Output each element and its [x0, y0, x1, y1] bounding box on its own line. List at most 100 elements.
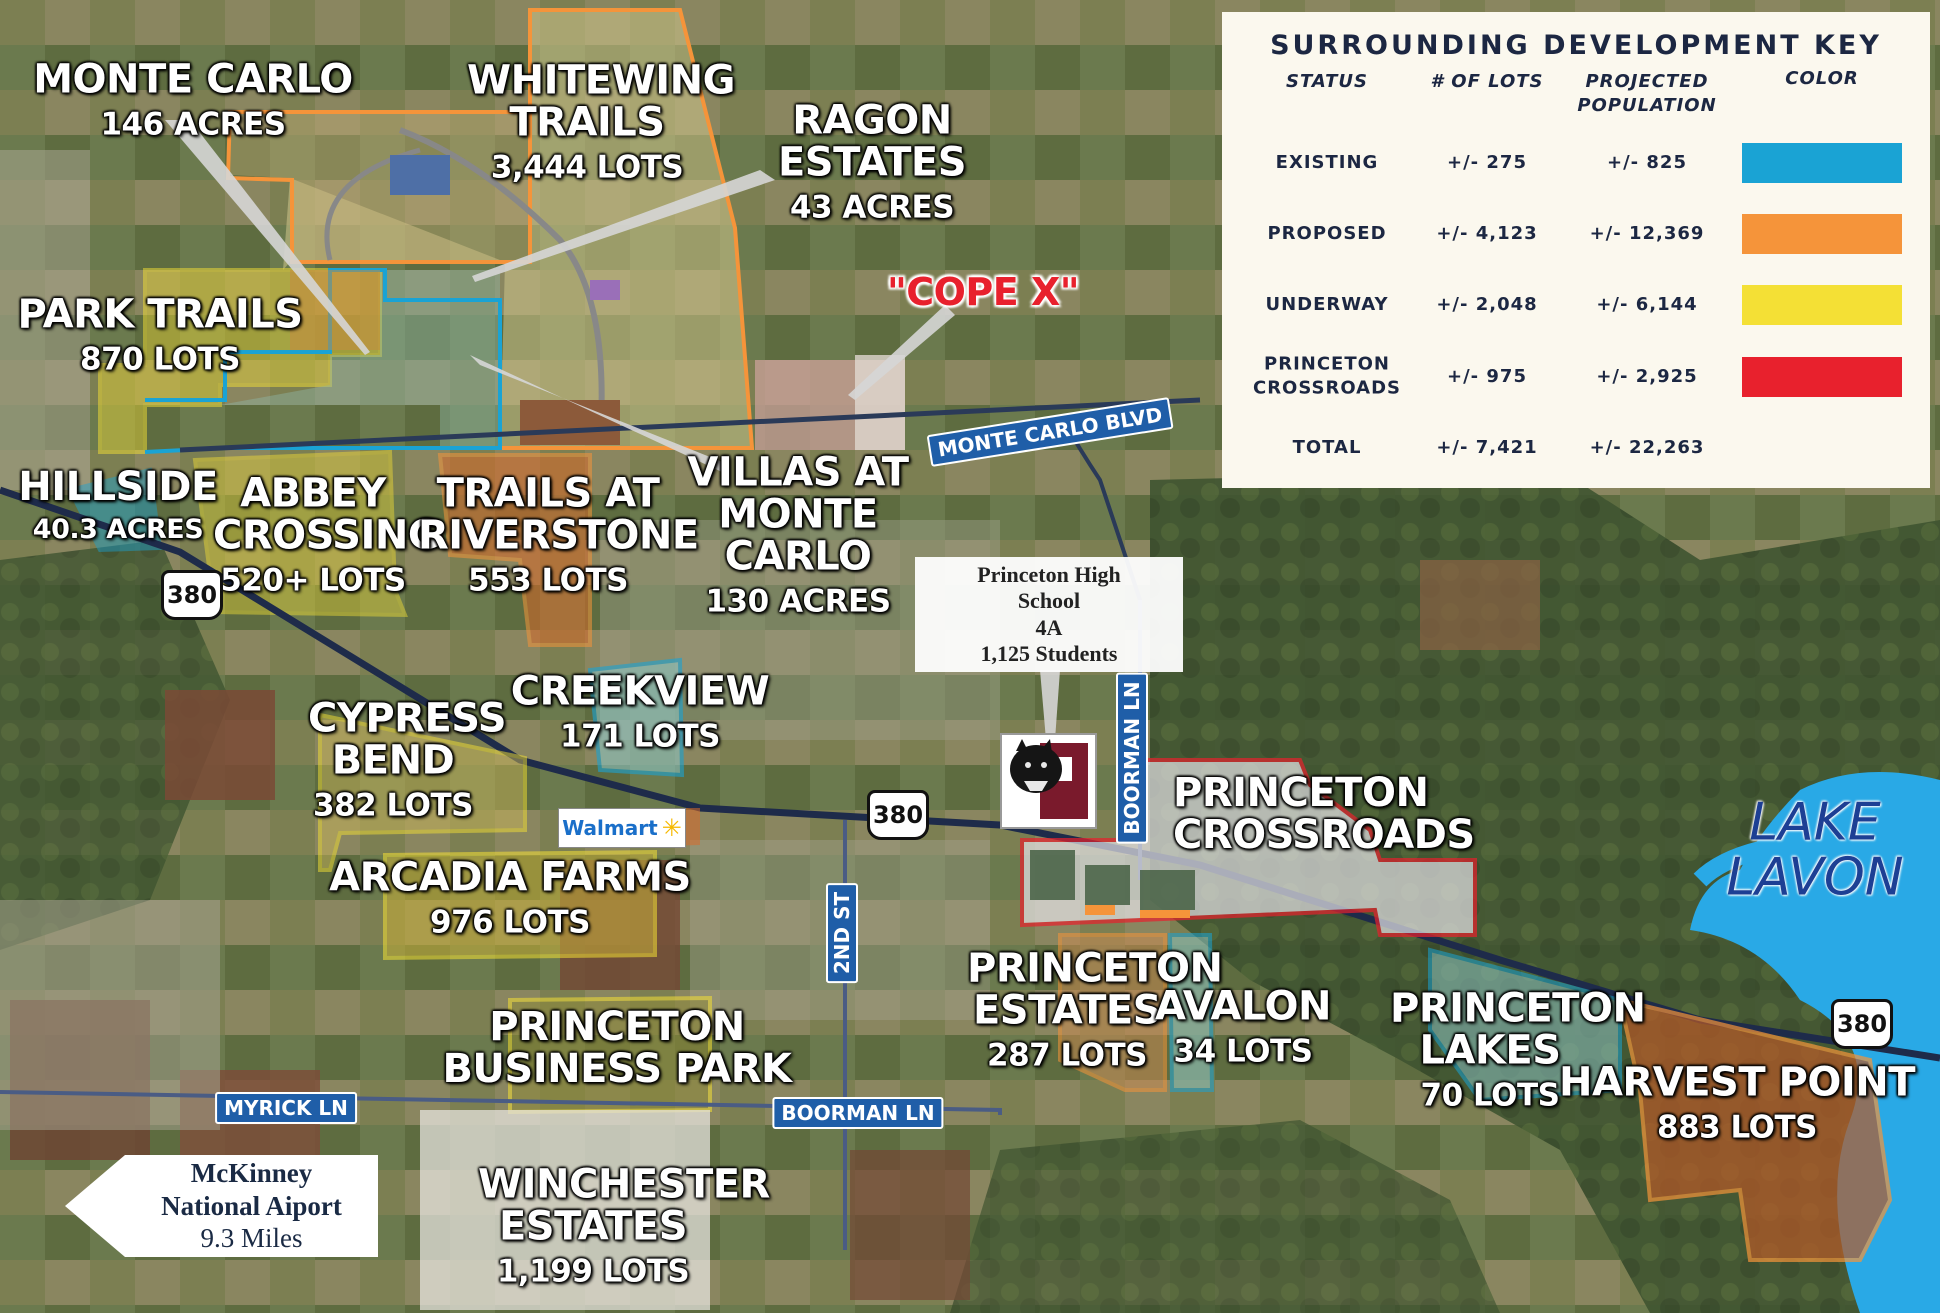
label-hillside-name: HILLSIDE	[18, 463, 218, 510]
label-ragon-estates: RAGON ESTATES 43 ACRES	[772, 100, 972, 225]
label-abbey-crossing: ABBEY CROSSING 520+ LOTS	[213, 470, 441, 599]
label-hillside: HILLSIDE 40.3 ACRES	[18, 466, 218, 544]
label-creekview: CREEKVIEW 171 LOTS	[511, 671, 770, 754]
label-cope-x-name: "COPE X"	[886, 270, 1080, 315]
label-monte-carlo-name: MONTE CARLO	[33, 56, 353, 103]
label-avalon-name: AVALON	[1155, 983, 1331, 1030]
school-line1: Princeton High	[977, 561, 1121, 587]
label-princeton-business-park: PRINCETON BUSINESS PARK	[412, 1006, 822, 1090]
label-creekview-size: 171 LOTS	[560, 718, 720, 755]
key-row-crossroads-swatch	[1742, 357, 1902, 397]
us-380-shield-center: 380	[867, 790, 929, 840]
label-princeton-estates-name: PRINCETON ESTATES	[967, 945, 1223, 1034]
label-princeton-lakes: PRINCETON LAKES 70 LOTS	[1390, 985, 1646, 1113]
key-row-proposed-swatch	[1742, 214, 1902, 254]
key-row-proposed-status: PROPOSED	[1267, 222, 1387, 244]
key-row-underway-lots: +/- 2,048	[1436, 293, 1538, 315]
key-header-population: PROJECTED POPULATION	[1577, 71, 1717, 117]
lake-lavon-line2: LAVON	[1726, 847, 1904, 907]
key-row-underway-status: UNDERWAY	[1265, 293, 1389, 315]
label-monte-carlo-size: 146 ACRES	[100, 106, 286, 143]
school-panther-logo	[1000, 733, 1097, 829]
road-boorman-ln-horizontal: BOORMAN LN	[772, 1097, 944, 1129]
key-row-crossroads-lots: +/- 975	[1447, 365, 1527, 387]
label-monte-carlo: MONTE CARLO 146 ACRES	[33, 59, 353, 142]
key-title: SURROUNDING DEVELOPMENT KEY	[1270, 30, 1882, 61]
label-princeton-estates: PRINCETON ESTATES 287 LOTS	[967, 945, 1223, 1074]
label-princeton-business-park-name: PRINCETON BUSINESS PARK	[442, 1004, 792, 1092]
label-creekview-name: CREEKVIEW	[510, 668, 770, 715]
walmart-label: Walmart	[562, 816, 658, 840]
key-row-existing-lots: +/- 275	[1447, 151, 1527, 173]
label-whitewing-trails: WHITEWING TRAILS 3,444 LOTS	[467, 57, 735, 186]
label-whitewing-trails-name: WHITEWING TRAILS	[467, 57, 735, 146]
label-trails-at-riverstone-size: 553 LOTS	[468, 562, 628, 599]
label-winchester-estates: WINCHESTER ESTATES 1,199 LOTS	[478, 1161, 770, 1290]
label-villas-at-monte-carlo-size: 130 ACRES	[705, 583, 891, 620]
road-2nd-st: 2ND ST	[826, 882, 858, 984]
label-whitewing-trails-size: 3,444 LOTS	[490, 149, 684, 186]
key-row-total-population: +/- 22,263	[1589, 436, 1705, 458]
key-row-underway-population: +/- 6,144	[1596, 293, 1698, 315]
key-header-color: COLOR	[1785, 68, 1859, 89]
walmart-spark-icon: ✳	[661, 814, 682, 842]
label-cypress-bend-size: 382 LOTS	[313, 787, 473, 824]
label-princeton-crossroads: PRINCETON CROSSROADS	[1173, 770, 1475, 858]
mckinney-airport-callout: McKinney National Aiport 9.3 Miles	[65, 1155, 378, 1257]
label-abbey-crossing-name: ABBEY CROSSING	[213, 470, 441, 559]
label-avalon: AVALON 34 LOTS	[1155, 986, 1331, 1069]
label-villas-at-monte-carlo: VILLAS AT MONTE CARLO 130 ACRES	[663, 452, 933, 619]
label-arcadia-farms-size: 976 LOTS	[430, 904, 590, 941]
label-park-trails-size: 870 LOTS	[80, 341, 240, 378]
key-row-crossroads-status: PRINCETON CROSSROADS	[1252, 353, 1401, 399]
left-arrow-icon	[65, 1155, 378, 1257]
airport-line1: McKinney	[190, 1158, 313, 1189]
label-abbey-crossing-size: 520+ LOTS	[220, 562, 406, 599]
us-380-shield-west: 380	[161, 570, 223, 620]
label-cope-x: "COPE X"	[886, 270, 1080, 315]
label-villas-at-monte-carlo-name: VILLAS AT MONTE CARLO	[687, 449, 909, 580]
label-arcadia-farms-name: ARCADIA FARMS	[329, 854, 691, 901]
key-row-crossroads-population: +/- 2,925	[1596, 365, 1698, 387]
label-harvest-point-name: HARVEST POINT	[1559, 1059, 1916, 1106]
label-trails-at-riverstone-name: TRAILS AT RIVERSTONE	[418, 470, 699, 559]
road-myrick-ln: MYRICK LN	[215, 1092, 357, 1124]
label-trails-at-riverstone: TRAILS AT RIVERSTONE 553 LOTS	[418, 470, 699, 599]
label-princeton-crossroads-name: PRINCETON CROSSROADS	[1173, 770, 1475, 858]
school-line3: 4A	[1035, 614, 1063, 640]
princeton-high-school-callout: Princeton High School 4A 1,125 Students	[915, 557, 1183, 672]
lake-lavon-line1: LAKE	[1749, 792, 1881, 853]
us-380-shield-east: 380	[1831, 999, 1893, 1049]
walmart-logo: Walmart ✳	[558, 808, 686, 848]
key-row-proposed-population: +/- 12,369	[1589, 222, 1705, 244]
label-winchester-estates-size: 1,199 LOTS	[496, 1253, 690, 1290]
key-row-existing-status: EXISTING	[1275, 151, 1379, 173]
key-header-status: STATUS	[1286, 71, 1368, 92]
key-row-existing-swatch	[1742, 143, 1902, 183]
key-row-proposed-lots: +/- 4,123	[1436, 222, 1538, 244]
label-winchester-estates-name: WINCHESTER ESTATES	[478, 1161, 770, 1250]
label-avalon-size: 34 LOTS	[1173, 1033, 1313, 1070]
key-row-underway-swatch	[1742, 285, 1902, 325]
label-arcadia-farms: ARCADIA FARMS 976 LOTS	[329, 857, 691, 940]
development-key: SURROUNDING DEVELOPMENT KEY STATUS # OF …	[1222, 12, 1930, 488]
label-cypress-bend: CYPRESS BEND 382 LOTS	[308, 695, 507, 824]
lake-lavon-label: LAKE LAVON	[1726, 795, 1903, 904]
airport-text: McKinney National Aiport 9.3 Miles	[125, 1155, 378, 1257]
label-harvest-point: HARVEST POINT 883 LOTS	[1559, 1059, 1916, 1146]
key-row-total-status: TOTAL	[1292, 436, 1362, 458]
airport-line3: 9.3 Miles	[200, 1223, 303, 1254]
label-princeton-lakes-name: PRINCETON LAKES	[1390, 985, 1646, 1074]
airport-line2: National Aiport	[161, 1190, 342, 1221]
label-harvest-point-size: 883 LOTS	[1657, 1109, 1817, 1146]
road-boorman-ln-vertical: BOORMAN LN	[1116, 672, 1148, 844]
key-header-lots: # OF LOTS	[1430, 71, 1544, 92]
label-park-trails-name: PARK TRAILS	[17, 291, 303, 338]
label-hillside-size: 40.3 ACRES	[32, 513, 204, 545]
school-line4: 1,125 Students	[980, 640, 1118, 666]
label-cypress-bend-name: CYPRESS BEND	[308, 695, 507, 784]
label-ragon-estates-size: 43 ACRES	[789, 189, 955, 226]
label-princeton-estates-size: 287 LOTS	[987, 1037, 1147, 1074]
school-line2: School	[1017, 588, 1081, 614]
